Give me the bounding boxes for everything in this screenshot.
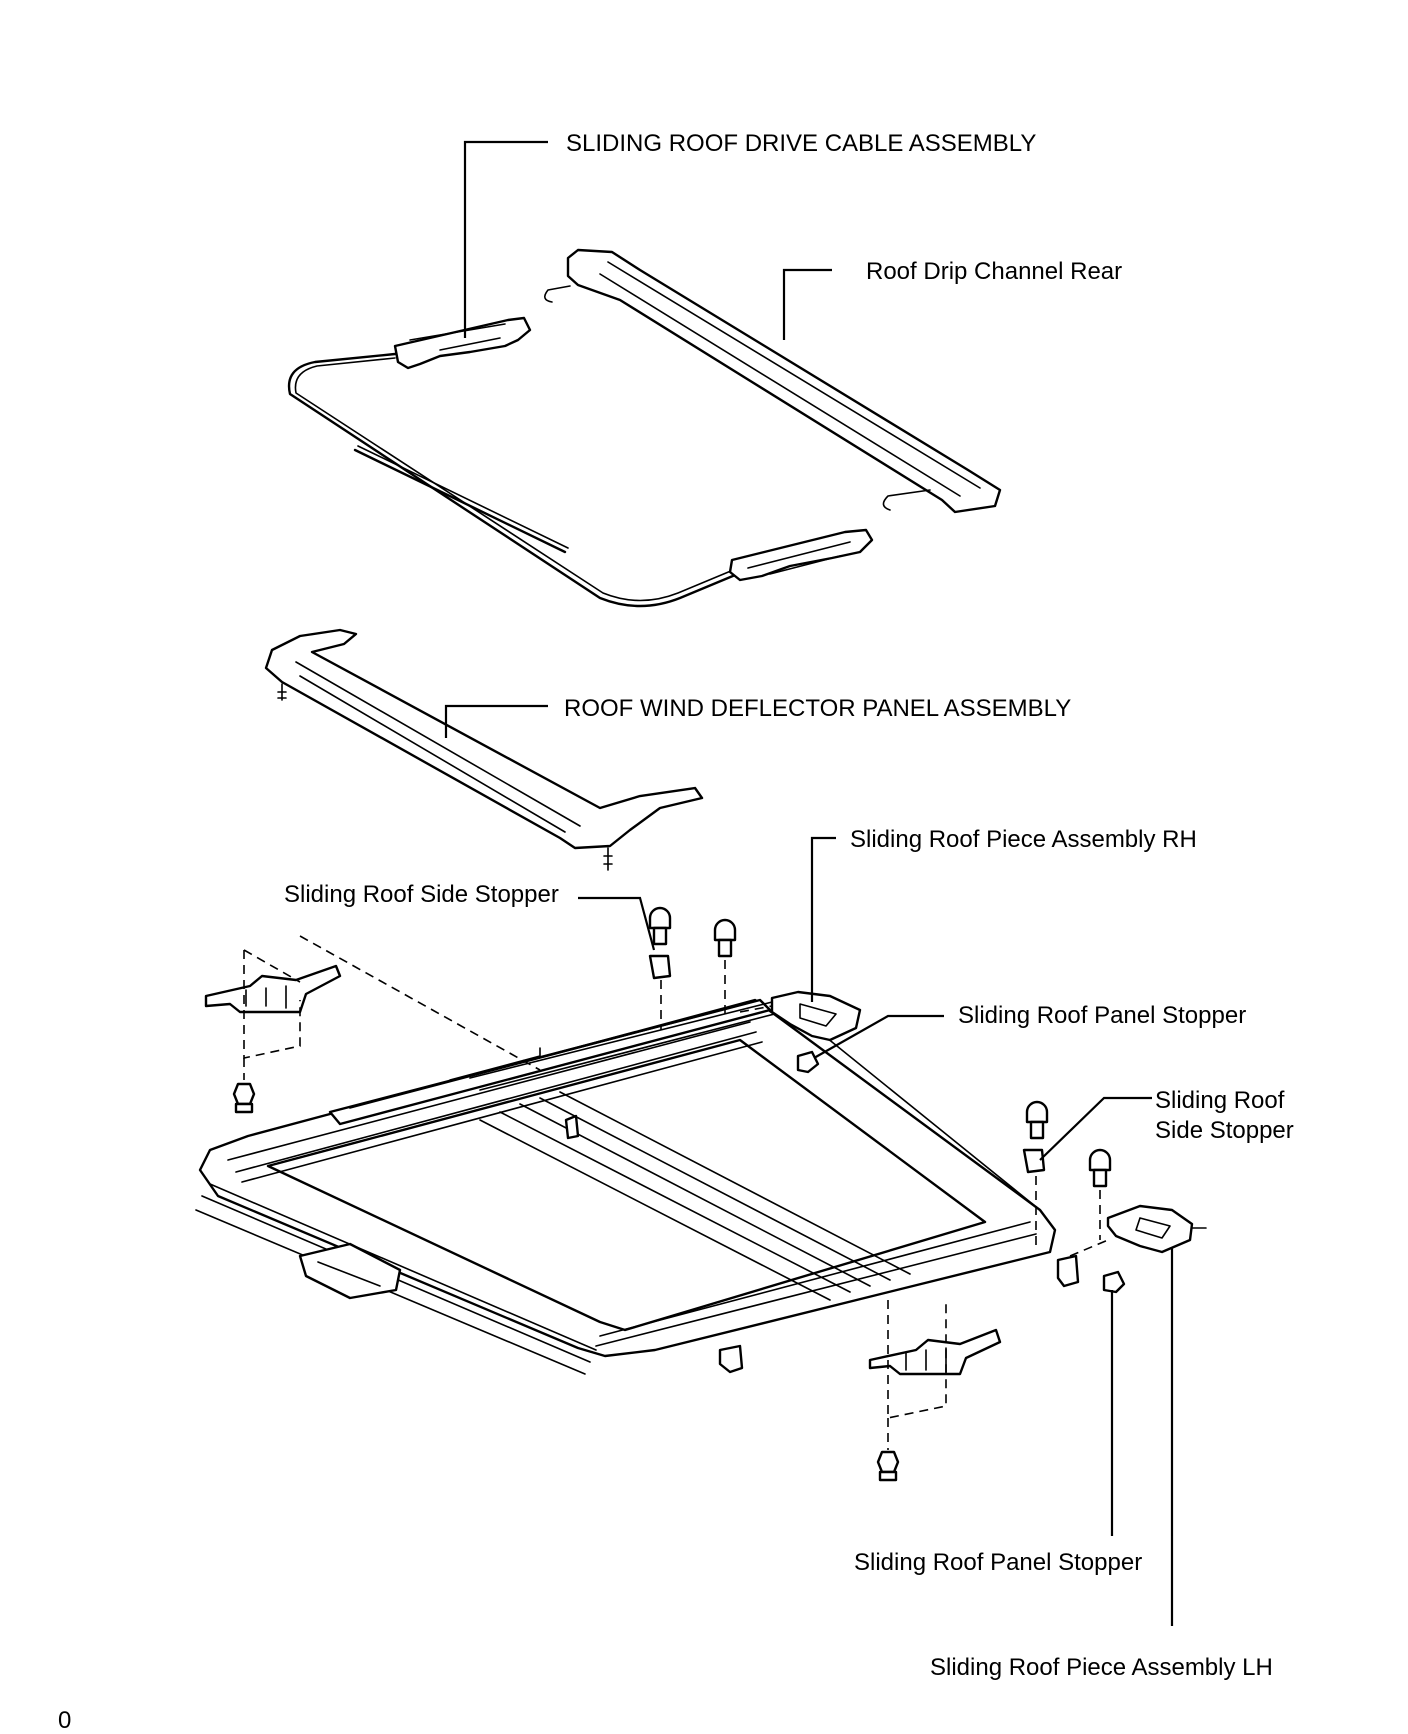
label-side-stopper-right-line1: Sliding Roof	[1155, 1087, 1285, 1114]
right-fasteners-drawing	[1022, 1100, 1207, 1294]
drip-channel-rear-drawing	[544, 248, 1002, 514]
label-wind-deflector-panel-assembly: ROOF WIND DEFLECTOR PANEL ASSEMBLY	[564, 695, 1071, 722]
wind-deflector-drawing	[264, 628, 704, 871]
upper-fasteners-drawing	[648, 906, 862, 1074]
leader-lines	[444, 140, 1174, 1626]
label-side-stopper-right-line2: Side Stopper	[1155, 1117, 1294, 1144]
label-piece-assembly-lh: Sliding Roof Piece Assembly LH	[930, 1654, 1273, 1681]
right-bracket-drawing	[868, 1300, 1002, 1482]
page-number: 0	[58, 1707, 71, 1734]
label-drip-channel-rear: Roof Drip Channel Rear	[866, 258, 1122, 285]
label-side-stopper-left: Sliding Roof Side Stopper	[284, 881, 559, 908]
left-bracket-drawing	[204, 935, 541, 1114]
label-panel-stopper-upper: Sliding Roof Panel Stopper	[958, 1002, 1246, 1029]
label-drive-cable-assembly: SLIDING ROOF DRIVE CABLE ASSEMBLY	[566, 130, 1036, 157]
sliding-roof-housing-drawing	[195, 998, 1080, 1375]
label-piece-assembly-rh: Sliding Roof Piece Assembly RH	[850, 826, 1197, 853]
label-panel-stopper-lower: Sliding Roof Panel Stopper	[854, 1549, 1142, 1576]
drive-cable-assembly-drawing	[287, 316, 874, 608]
